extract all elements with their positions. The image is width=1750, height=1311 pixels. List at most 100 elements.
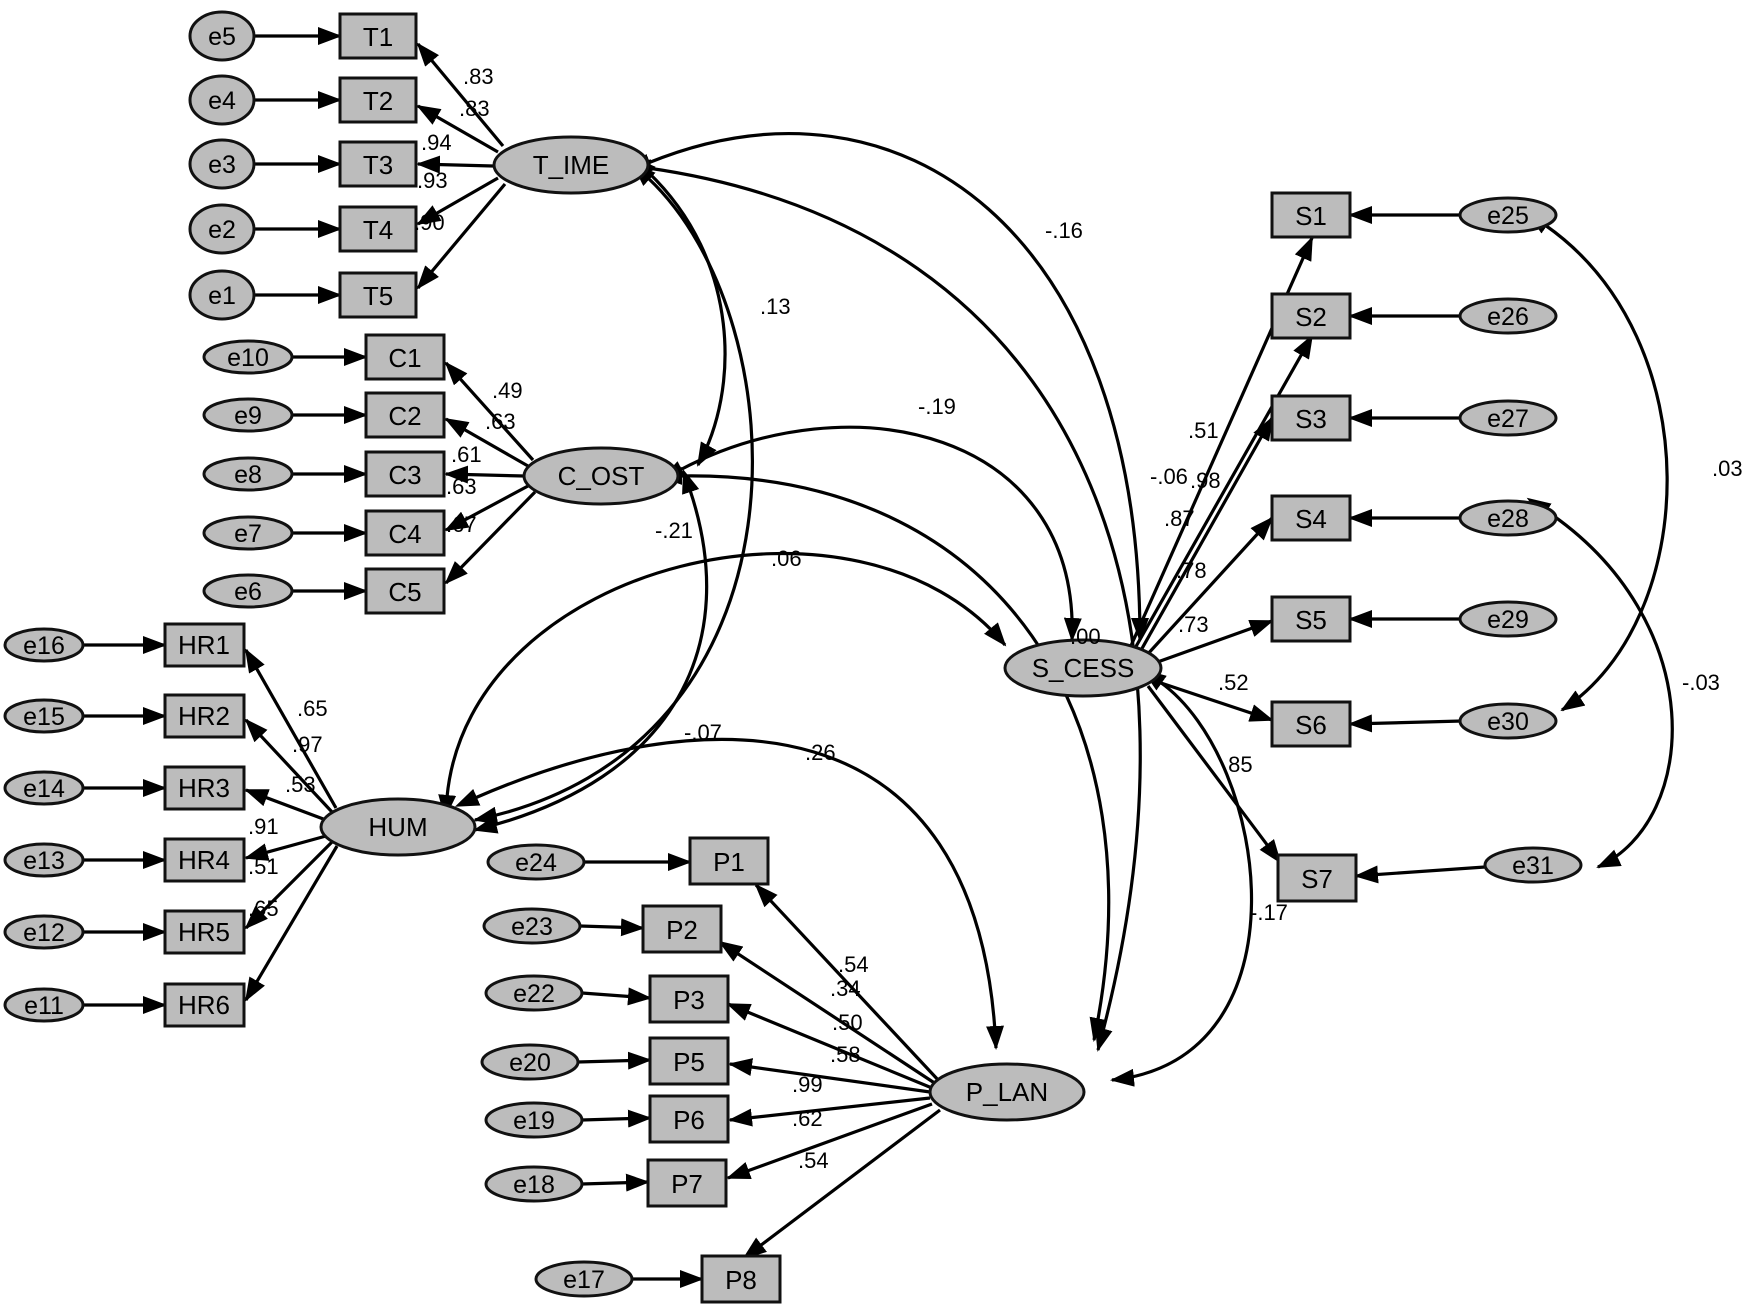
box-c1: C1	[364, 333, 446, 381]
correlation-labels: -.16 .13 -.06 -.21 -.19 .00 .06 .26 -.07…	[655, 218, 1743, 925]
box-s6: S6	[1270, 700, 1352, 748]
curve-cost-plan	[658, 466, 1111, 1042]
svg-text:e27: e27	[1487, 405, 1529, 433]
box-c5: C5	[364, 567, 446, 615]
svg-text:e9: e9	[234, 402, 262, 430]
box-p5: P5	[648, 1036, 730, 1086]
svg-text:S6: S6	[1295, 710, 1327, 740]
arrow-plan-p2	[718, 940, 937, 1086]
label-loading-s3: .87	[1164, 506, 1195, 531]
arrow-cost-c5	[444, 490, 537, 585]
svg-text:e3: e3	[208, 151, 236, 179]
error-e13: e13	[3, 842, 85, 878]
label-loading-p1: .54	[838, 952, 869, 977]
error-e1: e1	[188, 269, 256, 321]
error-e24: e24	[486, 843, 586, 881]
box-t2: T2	[338, 76, 418, 124]
error-e11: e11	[3, 987, 85, 1023]
error-e10: e10	[202, 339, 294, 375]
arrow-hum-hr6	[244, 845, 339, 1002]
arrow-e18-p7	[581, 1173, 650, 1192]
error-arrows	[83, 27, 1486, 1288]
arrow-e20-p5	[577, 1051, 652, 1070]
error-e6: e6	[202, 573, 294, 609]
arrow-time-t1	[416, 42, 505, 148]
svg-text:P8: P8	[725, 1265, 757, 1295]
error-e29: e29	[1458, 600, 1558, 638]
error-e16: e16	[3, 627, 85, 663]
label-loading-c3: .61	[451, 442, 482, 467]
svg-text:S1: S1	[1295, 201, 1327, 231]
error-e30: e30	[1458, 702, 1558, 740]
svg-text:e20: e20	[509, 1049, 551, 1077]
svg-text:P6: P6	[673, 1105, 705, 1135]
arrow-success-s3	[1138, 416, 1274, 653]
label-loading-t5: .90	[414, 210, 445, 235]
arrow-plan-p6	[728, 1096, 931, 1127]
latent-time: T_IME	[492, 135, 650, 195]
label-loading-p6: .99	[792, 1072, 823, 1097]
svg-text:e11: e11	[24, 992, 64, 1020]
label-loading-t3: .94	[421, 130, 452, 155]
svg-text:e19: e19	[513, 1107, 555, 1135]
label-corr-time-plan: -.06	[1150, 464, 1188, 489]
box-p3: P3	[648, 974, 730, 1024]
svg-text:HR2: HR2	[178, 701, 230, 731]
arrow-success-s5	[1151, 619, 1274, 666]
error-e28: e28	[1458, 499, 1558, 537]
observed-indicators: T1 T2 T3 T4 T5 C1 C2 C3 C4 C5 HR1 HR2 HR…	[163, 12, 1358, 1304]
latent-success: S_CESS	[1003, 638, 1163, 698]
label-loading-hr3: .53	[285, 772, 316, 797]
label-loading-s6: .52	[1218, 670, 1249, 695]
error-e22: e22	[484, 974, 584, 1012]
svg-text:T_IME: T_IME	[533, 150, 610, 180]
svg-text:T2: T2	[363, 86, 393, 116]
label-loading-p7: .62	[792, 1106, 823, 1131]
svg-text:e13: e13	[23, 847, 65, 875]
svg-text:C4: C4	[388, 519, 421, 549]
latent-hum: HUM	[319, 797, 477, 857]
latent-plan: P_LAN	[928, 1062, 1086, 1122]
box-p1: P1	[688, 836, 770, 886]
svg-text:e15: e15	[23, 703, 65, 731]
arrow-success-s2	[1132, 334, 1314, 651]
box-hr4: HR4	[163, 837, 246, 883]
latent-constructs: T_IME C_OST HUM S_CESS P_LAN	[319, 135, 1163, 1122]
svg-text:P3: P3	[673, 985, 705, 1015]
label-loading-hr2: .97	[292, 732, 323, 757]
error-terms: e5 e4 e3 e2 e1 e10 e9 e8 e7 e6 e16 e15 e…	[3, 10, 1583, 1298]
arrow-cost-c4	[444, 484, 529, 532]
svg-text:C_OST: C_OST	[558, 461, 645, 491]
loading-arrows	[244, 42, 1314, 1260]
arrow-e31-s7	[1354, 865, 1486, 884]
svg-text:C5: C5	[388, 577, 421, 607]
box-p7: P7	[646, 1158, 728, 1208]
arrow-hum-hr4	[244, 834, 327, 861]
svg-text:HR1: HR1	[178, 630, 230, 660]
svg-text:HR3: HR3	[178, 773, 230, 803]
svg-text:T5: T5	[363, 281, 393, 311]
latent-cost: C_OST	[522, 446, 680, 506]
svg-text:e29: e29	[1487, 606, 1529, 634]
box-hr1: HR1	[163, 622, 246, 668]
error-e18: e18	[484, 1165, 584, 1203]
box-c4: C4	[364, 509, 446, 557]
box-hr2: HR2	[163, 693, 246, 739]
arrow-hum-hr5	[244, 840, 334, 930]
svg-text:C2: C2	[388, 401, 421, 431]
arrow-e23-p2	[579, 918, 645, 937]
box-p2: P2	[641, 904, 723, 954]
label-loading-t1: .83	[463, 64, 494, 89]
svg-text:S5: S5	[1295, 605, 1327, 635]
label-loading-p5: .58	[830, 1042, 861, 1067]
svg-text:e28: e28	[1487, 505, 1529, 533]
arrow-plan-p3	[726, 1002, 933, 1090]
arrow-time-t3	[416, 155, 494, 174]
svg-text:S3: S3	[1295, 404, 1327, 434]
arrow-success-s6	[1151, 678, 1274, 722]
error-e19: e19	[484, 1101, 584, 1139]
loading-labels: .83 .83 .94 .93 .90 .49 .63 .61 .63 .67 …	[248, 64, 1253, 1173]
box-t5: T5	[338, 271, 418, 319]
svg-text:C3: C3	[388, 460, 421, 490]
label-loading-c5: .67	[446, 512, 477, 537]
